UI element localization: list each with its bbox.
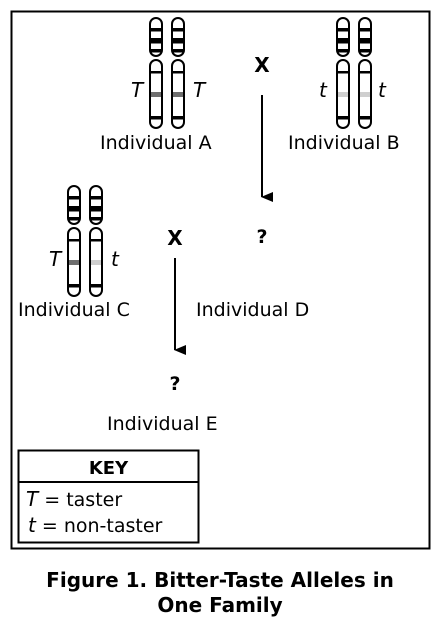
chromosome-band — [91, 239, 101, 242]
chromosome-upper-arm — [149, 17, 163, 57]
taste-gene-band — [91, 260, 101, 265]
chromosome-band — [91, 206, 101, 212]
individual-a-chromosome-right — [171, 17, 185, 129]
chromosome-band — [360, 38, 370, 44]
chromosome-band — [360, 71, 370, 74]
chromosome-band — [338, 116, 348, 120]
individual-d-label: Individual D — [196, 299, 309, 321]
key-entry-non-taster: t = non-taster — [28, 513, 163, 537]
chromosome-band — [69, 217, 79, 221]
chromosome-band — [360, 116, 370, 120]
individual-b-chromosome-left — [336, 17, 350, 129]
key-entry-taster-symbol: T — [26, 487, 40, 511]
individual-c-allele-left: T — [49, 247, 63, 271]
individual-b-chromosome-right — [358, 17, 372, 129]
individual-b-allele-left: t — [319, 78, 328, 102]
chromosome-band — [151, 49, 161, 53]
individual-c-chromosome-right — [89, 185, 103, 297]
individual-c-label: Individual C — [18, 299, 130, 321]
chromosome-upper-arm — [171, 17, 185, 57]
chromosome-band — [360, 28, 370, 32]
individual-a-allele-left: T — [131, 78, 145, 102]
key-entry-taster: T = taster — [26, 487, 122, 511]
individual-b-allele-right: t — [378, 78, 387, 102]
chromosome-upper-arm — [358, 17, 372, 57]
individual-a-allele-right: T — [193, 78, 207, 102]
chromosome-upper-arm — [67, 185, 81, 225]
key-frame — [17, 449, 200, 544]
individual-c-chromosomes — [67, 185, 103, 297]
chromosome-band — [173, 28, 183, 32]
individual-c-allele-right: t — [111, 247, 120, 271]
taste-gene-band — [69, 260, 79, 265]
chromosome-band — [338, 28, 348, 32]
taste-gene-band — [173, 92, 183, 97]
chromosome-band — [69, 206, 79, 212]
figure-caption-line-1: Figure 1. Bitter-Taste Alleles in — [46, 568, 394, 592]
chromosome-band — [173, 38, 183, 44]
chromosome-band — [173, 116, 183, 120]
chromosome-band — [173, 71, 183, 74]
chromosome-upper-arm — [336, 17, 350, 57]
key-entry-non-taster-symbol: t — [28, 513, 37, 537]
key-title: KEY — [89, 458, 129, 479]
chromosome-band — [91, 284, 101, 288]
chromosome-upper-arm — [89, 185, 103, 225]
figure-frame — [10, 10, 431, 550]
chromosome-band — [151, 28, 161, 32]
chromosome-band — [91, 217, 101, 221]
cross-symbol-top: X — [254, 53, 270, 77]
taste-gene-band — [151, 92, 161, 97]
key-entry-taster-text: = taster — [38, 489, 122, 511]
individual-a-label: Individual A — [100, 132, 212, 154]
figure-caption-line-2: One Family — [157, 593, 282, 617]
individual-b-chromosomes — [336, 17, 372, 129]
individual-b-label: Individual B — [288, 132, 400, 154]
individual-c-chromosome-left — [67, 185, 81, 297]
chromosome-band — [69, 239, 79, 242]
chromosome-band — [338, 49, 348, 53]
chromosome-band — [151, 38, 161, 44]
key-entry-non-taster-text: = non-taster — [36, 515, 163, 537]
chromosome-band — [360, 49, 370, 53]
chromosome-band — [151, 71, 161, 74]
chromosome-band — [151, 116, 161, 120]
individual-e-label: Individual E — [107, 413, 218, 435]
individual-d-unknown: ? — [256, 226, 267, 248]
chromosome-band — [338, 38, 348, 44]
taste-gene-band — [360, 92, 370, 97]
chromosome-band — [69, 284, 79, 288]
key-box: KEY T = taster t = non-taster — [17, 449, 200, 544]
individual-a-chromosomes — [149, 17, 185, 129]
individual-e-unknown: ? — [169, 373, 180, 395]
chromosome-band — [91, 196, 101, 200]
individual-a-chromosome-left — [149, 17, 163, 129]
cross-symbol-middle: X — [167, 226, 183, 250]
chromosome-band — [173, 49, 183, 53]
chromosome-band — [338, 71, 348, 74]
chromosome-band — [69, 196, 79, 200]
taste-gene-band — [338, 92, 348, 97]
